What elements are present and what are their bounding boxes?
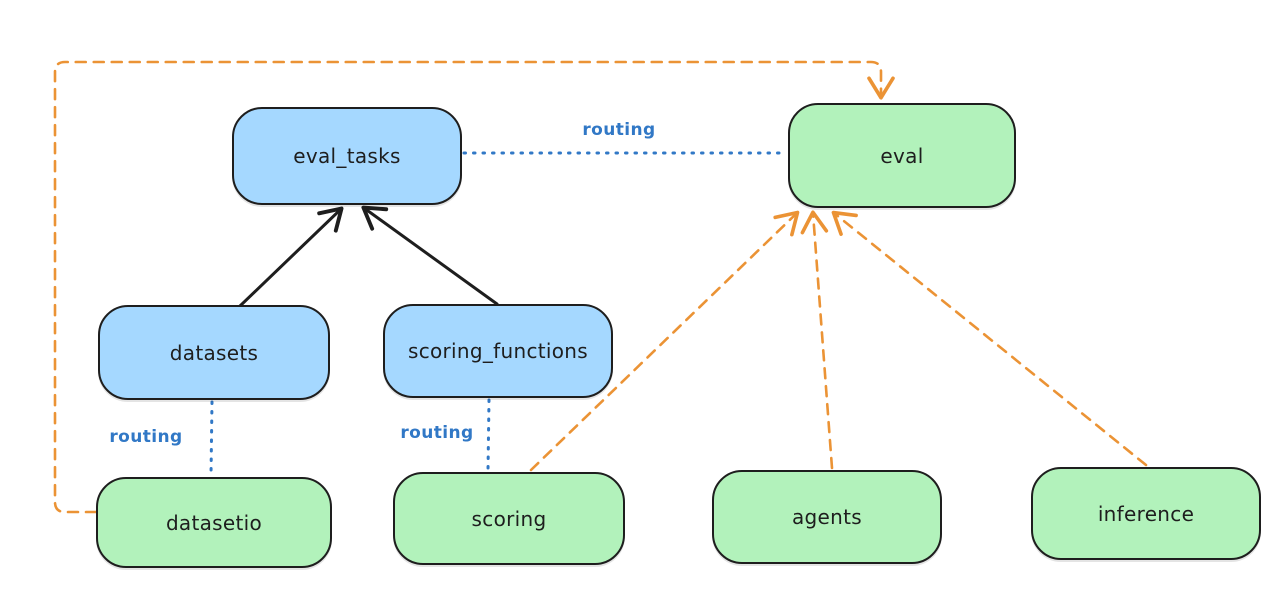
node-label: eval bbox=[880, 143, 924, 168]
edge-scoring-to-eval bbox=[529, 210, 800, 472]
node-label: scoring bbox=[471, 506, 547, 531]
edge-datasets-to-eval_tasks bbox=[238, 206, 344, 308]
edge-scoring_functions-to-scoring-routing bbox=[486, 398, 491, 472]
node-datasets: datasets bbox=[98, 305, 330, 400]
node-eval_tasks: eval_tasks bbox=[232, 107, 462, 205]
node-label: scoring_functions bbox=[407, 339, 589, 363]
edge-inference-to-eval bbox=[831, 210, 1148, 467]
node-scoring_functions: scoring_functions bbox=[383, 304, 613, 398]
node-label: agents bbox=[792, 505, 862, 529]
node-label: inference bbox=[1097, 501, 1195, 526]
edge-datasetio-to-eval-loop bbox=[53, 60, 895, 514]
node-agents: agents bbox=[712, 470, 942, 564]
edge-agents-to-eval bbox=[800, 210, 834, 470]
node-inference: inference bbox=[1031, 467, 1261, 560]
edge-label-eval_tasks-to-eval-routing: routing bbox=[579, 120, 659, 140]
edge-label-datasets-to-datasetio-routing: routing bbox=[106, 427, 186, 447]
edge-label-scoring_functions-to-scoring-routing: routing bbox=[397, 423, 477, 443]
node-label: datasets bbox=[169, 340, 259, 365]
node-eval: eval bbox=[788, 103, 1016, 208]
node-label: datasetio bbox=[165, 510, 263, 535]
edge-datasets-to-datasetio-routing bbox=[209, 400, 214, 477]
node-datasetio: datasetio bbox=[96, 477, 332, 568]
edge-scoring_functions-to-eval_tasks bbox=[361, 205, 499, 306]
node-label: eval_tasks bbox=[293, 144, 401, 168]
node-scoring: scoring bbox=[393, 472, 625, 565]
